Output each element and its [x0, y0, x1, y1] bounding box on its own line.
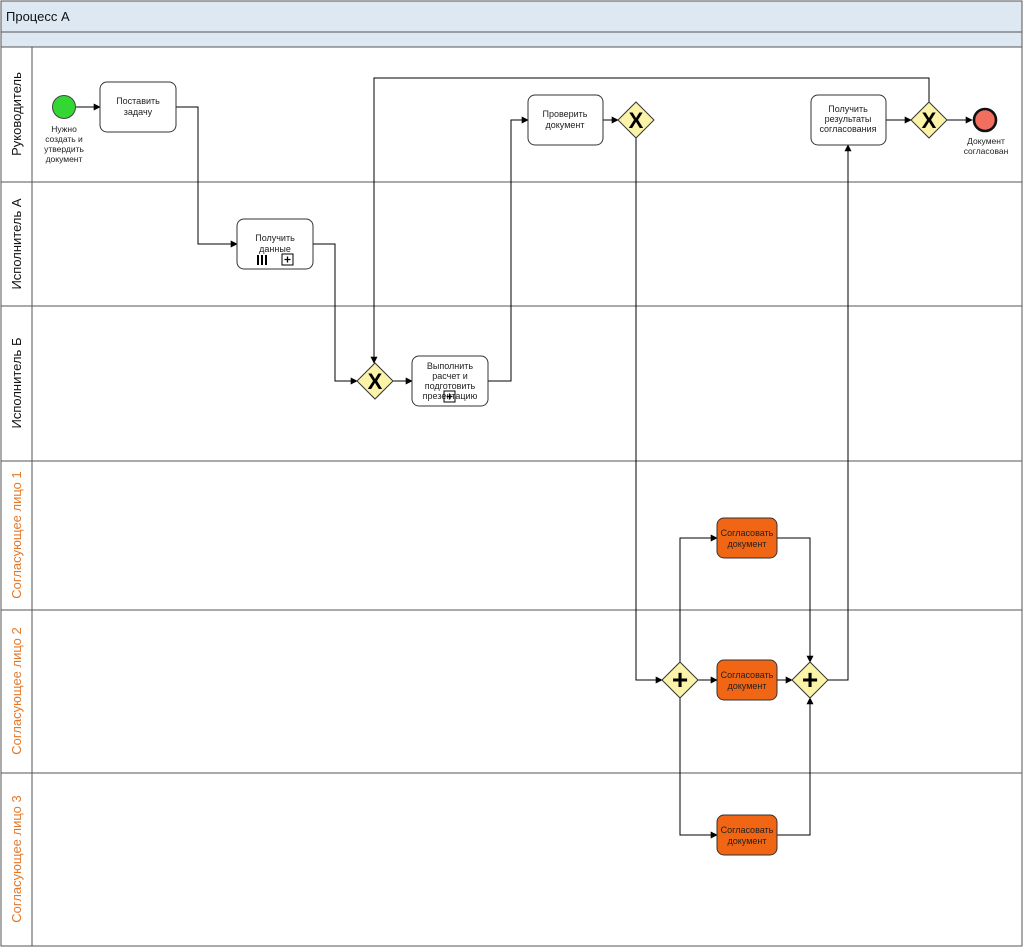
subprocess-plus-icon: [443, 390, 456, 403]
lane-label-approver-3: Согласующее лицо 3: [9, 795, 24, 922]
start-event[interactable]: [52, 95, 76, 119]
task-get-data-line-2: данные: [259, 244, 291, 254]
lane-label-approver-2: Согласующее лицо 2: [9, 627, 24, 754]
task-results-line-3: согласования: [819, 124, 876, 134]
task-approve3-line-1: Согласовать: [721, 825, 774, 835]
gateway-and-join[interactable]: +: [791, 661, 829, 699]
pool-header: [0, 0, 1023, 33]
task-approve1-line-2: документ: [728, 539, 767, 549]
end-event[interactable]: [972, 107, 998, 133]
pool-subheader: [0, 31, 1023, 48]
task-approve3-line-2: документ: [728, 836, 767, 846]
lane-label-manager: Руководитель: [9, 72, 24, 156]
gateway-plus-icon: +: [802, 664, 818, 695]
task-calc-line-3: подготовить: [425, 381, 476, 391]
sequence-flows: [76, 77, 973, 839]
task-results-line-2: результаты: [825, 114, 872, 124]
flow-get-data-to-xor-b: [313, 243, 358, 385]
task-set-task-line-2: задачу: [124, 107, 153, 117]
lane-label-executor-b: Исполнитель Б: [9, 338, 24, 429]
subprocess-plus-icon: [281, 253, 294, 266]
flow-set-task-to-get-data: [176, 106, 238, 248]
task-calc-line-2: расчет и: [432, 371, 467, 381]
gateway-xor-icon: X: [922, 108, 937, 133]
task-check-document[interactable]: Проверить документ: [527, 94, 604, 146]
task-get-data-line-1: Получить: [255, 233, 295, 243]
start-event-label-1: Нужно: [51, 124, 77, 134]
start-event-label-3: утвердить: [44, 144, 84, 154]
flow-approve3-to-join: [777, 697, 814, 836]
gateway-xor-executor-b[interactable]: X: [356, 362, 394, 400]
lane-label-approver-1: Согласующее лицо 1: [9, 471, 24, 598]
flow-approve1-to-join: [777, 537, 814, 663]
flow-xor-to-and-split: [635, 138, 663, 684]
task-calc-presentation[interactable]: Выполнить расчет и подготовить презентац…: [411, 355, 489, 407]
start-event-label-2: создать и: [45, 134, 83, 144]
gateway-xor-final[interactable]: X: [910, 101, 948, 139]
flow-join-to-results: [828, 144, 852, 681]
gateway-xor-check[interactable]: X: [617, 101, 655, 139]
task-check-line-2: документ: [546, 120, 585, 130]
gateway-xor-icon: X: [629, 108, 644, 133]
task-set-task-line-1: Поставить: [116, 96, 160, 106]
task-approve2-line-2: документ: [728, 681, 767, 691]
task-set-task[interactable]: Поставить задачу: [99, 81, 177, 133]
end-event-label-1: Документ: [967, 136, 1005, 146]
gateway-xor-icon: X: [368, 369, 383, 394]
flow-split-to-approve3: [679, 698, 718, 839]
task-approve-2[interactable]: Согласовать документ: [716, 659, 778, 701]
gateway-and-split[interactable]: +: [661, 661, 699, 699]
flow-xor-final-loop-back: [370, 77, 930, 364]
task-get-data[interactable]: Получить данные: [236, 218, 314, 270]
task-approve2-line-1: Согласовать: [721, 670, 774, 680]
flow-calc-to-check: [488, 116, 529, 382]
task-approve-3[interactable]: Согласовать документ: [716, 814, 778, 856]
lane-label-executor-a: Исполнитель А: [9, 198, 24, 289]
multi-instance-icon: [257, 255, 267, 265]
flow-split-to-approve1: [679, 534, 718, 662]
task-results-line-1: Получить: [828, 104, 868, 114]
end-event-label-2: согласован: [964, 146, 1009, 156]
task-calc-line-1: Выполнить: [427, 361, 474, 371]
task-approve1-line-1: Согласовать: [721, 528, 774, 538]
gateway-plus-icon: +: [672, 664, 688, 695]
start-event-label-4: документ: [46, 154, 83, 164]
task-approve-1[interactable]: Согласовать документ: [716, 517, 778, 559]
task-check-line-1: Проверить: [542, 109, 587, 119]
task-get-results[interactable]: Получить результаты согласования: [810, 94, 887, 146]
pool-title: Процесс А: [6, 9, 70, 24]
